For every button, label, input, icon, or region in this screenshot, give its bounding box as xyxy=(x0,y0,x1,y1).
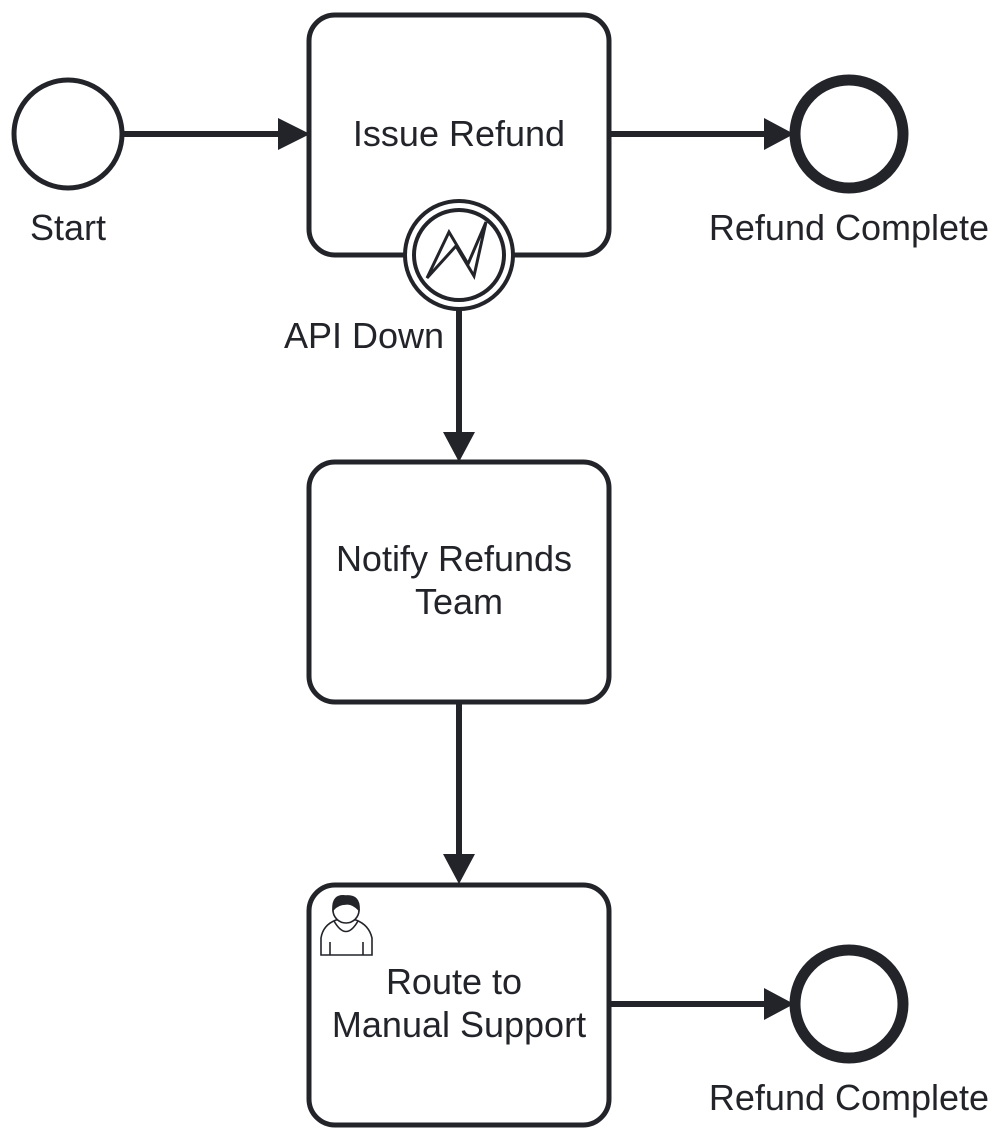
task-notify-refunds-team-label: Notify Refunds Team xyxy=(336,538,582,622)
task-notify-label-line-2: Team xyxy=(415,581,503,622)
flow-issue-refund-to-complete[interactable] xyxy=(610,118,794,150)
task-issue-refund-label: Issue Refund xyxy=(353,113,565,154)
end-event-top[interactable] xyxy=(789,74,909,194)
flow-route-to-complete[interactable] xyxy=(610,988,794,1020)
flow-notify-to-route[interactable] xyxy=(443,703,475,884)
flow-api-down-to-notify[interactable] xyxy=(443,310,475,462)
task-route-to-manual-support[interactable] xyxy=(306,882,612,1128)
task-notify-refunds-team[interactable] xyxy=(306,459,612,705)
boundary-error-label: API Down xyxy=(284,315,444,356)
start-event-label: Start xyxy=(30,207,106,248)
end-event-top-label: Refund Complete xyxy=(709,207,989,248)
task-route-label-line-2: Manual Support xyxy=(332,1004,586,1045)
end-event-bottom[interactable] xyxy=(789,944,909,1064)
error-lightning-icon xyxy=(425,221,488,280)
end-event-bottom-label: Refund Complete xyxy=(709,1077,989,1118)
user-icon xyxy=(320,894,373,956)
task-route-label-line-1: Route to xyxy=(386,961,522,1002)
task-notify-label-line-1: Notify Refunds xyxy=(336,538,572,579)
flow-start-to-issue-refund[interactable] xyxy=(124,118,310,150)
boundary-error-event[interactable] xyxy=(403,199,515,311)
task-route-to-manual-support-label: Route to Manual Support xyxy=(332,961,586,1045)
start-event[interactable] xyxy=(11,77,125,191)
